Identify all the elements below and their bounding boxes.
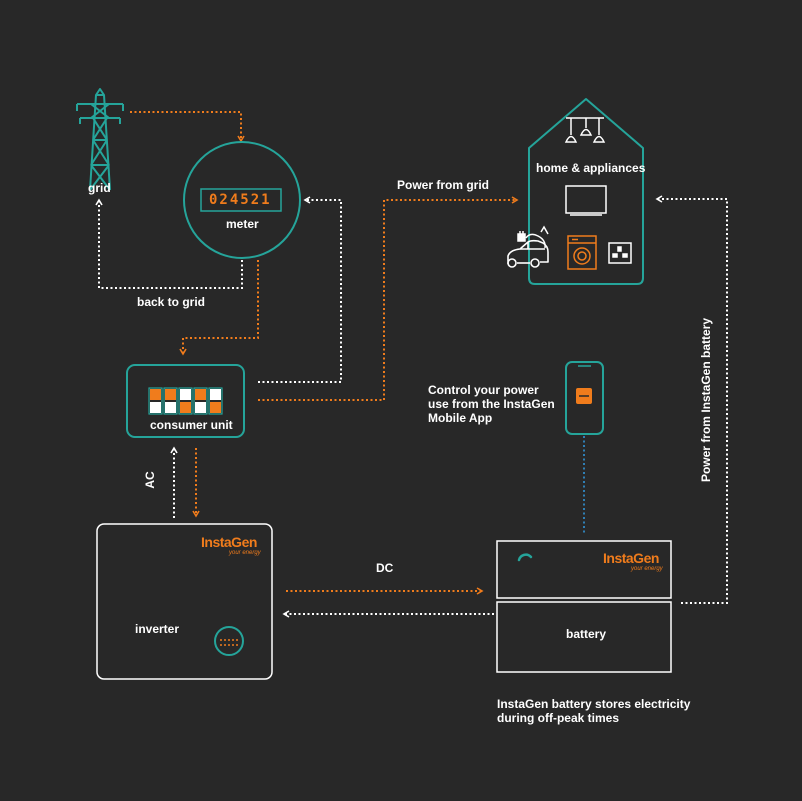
power-pylon-icon xyxy=(76,88,124,191)
inverter-brand-tagline: your energy xyxy=(229,550,261,556)
flow-power-from-grid xyxy=(258,196,519,401)
ac-label: AC xyxy=(143,471,157,489)
consumer-unit-box xyxy=(126,364,245,438)
battery-label: battery xyxy=(566,627,607,641)
battery-brand-tagline: your energy xyxy=(631,566,663,572)
smartphone-icon xyxy=(565,361,604,435)
dc-label: DC xyxy=(376,561,394,575)
washing-machine-icon xyxy=(567,235,597,270)
power-from-grid-label: Power from grid xyxy=(397,178,490,192)
power-socket-icon xyxy=(608,242,632,264)
inverter-brand-logo: InstaGen xyxy=(201,534,257,550)
pendant-lamps-icon xyxy=(564,117,606,143)
consumer-unit-label: consumer unit xyxy=(150,418,233,432)
television-icon xyxy=(565,185,607,216)
inverter-label: inverter xyxy=(135,622,180,636)
flow-consumer-to-meter xyxy=(258,196,342,383)
meter-reading: 024521 xyxy=(209,192,272,208)
electric-car-icon xyxy=(507,239,549,268)
back-to-grid-label: back to grid xyxy=(137,295,206,309)
app-note: Control your power use from the InstaGen… xyxy=(428,383,555,425)
battery-note: InstaGen battery stores electricity duri… xyxy=(497,697,691,725)
inverter-box xyxy=(96,523,273,680)
home-label: home & appliances xyxy=(536,161,646,175)
meter-label: meter xyxy=(226,217,259,231)
battery-unit xyxy=(496,540,672,673)
ev-charger-plug-icon xyxy=(517,225,549,249)
power-from-battery-label: Power from InstaGen battery xyxy=(699,317,713,483)
grid-label: grid xyxy=(88,181,111,195)
electricity-meter-icon xyxy=(183,141,301,259)
circuit-switches-icon xyxy=(148,387,223,415)
house-icon xyxy=(528,98,644,285)
flow-battery-to-home xyxy=(655,195,728,604)
flow-back-to-grid xyxy=(95,198,243,289)
battery-brand-logo: InstaGen xyxy=(603,550,659,566)
flow-grid-to-meter xyxy=(130,111,245,143)
